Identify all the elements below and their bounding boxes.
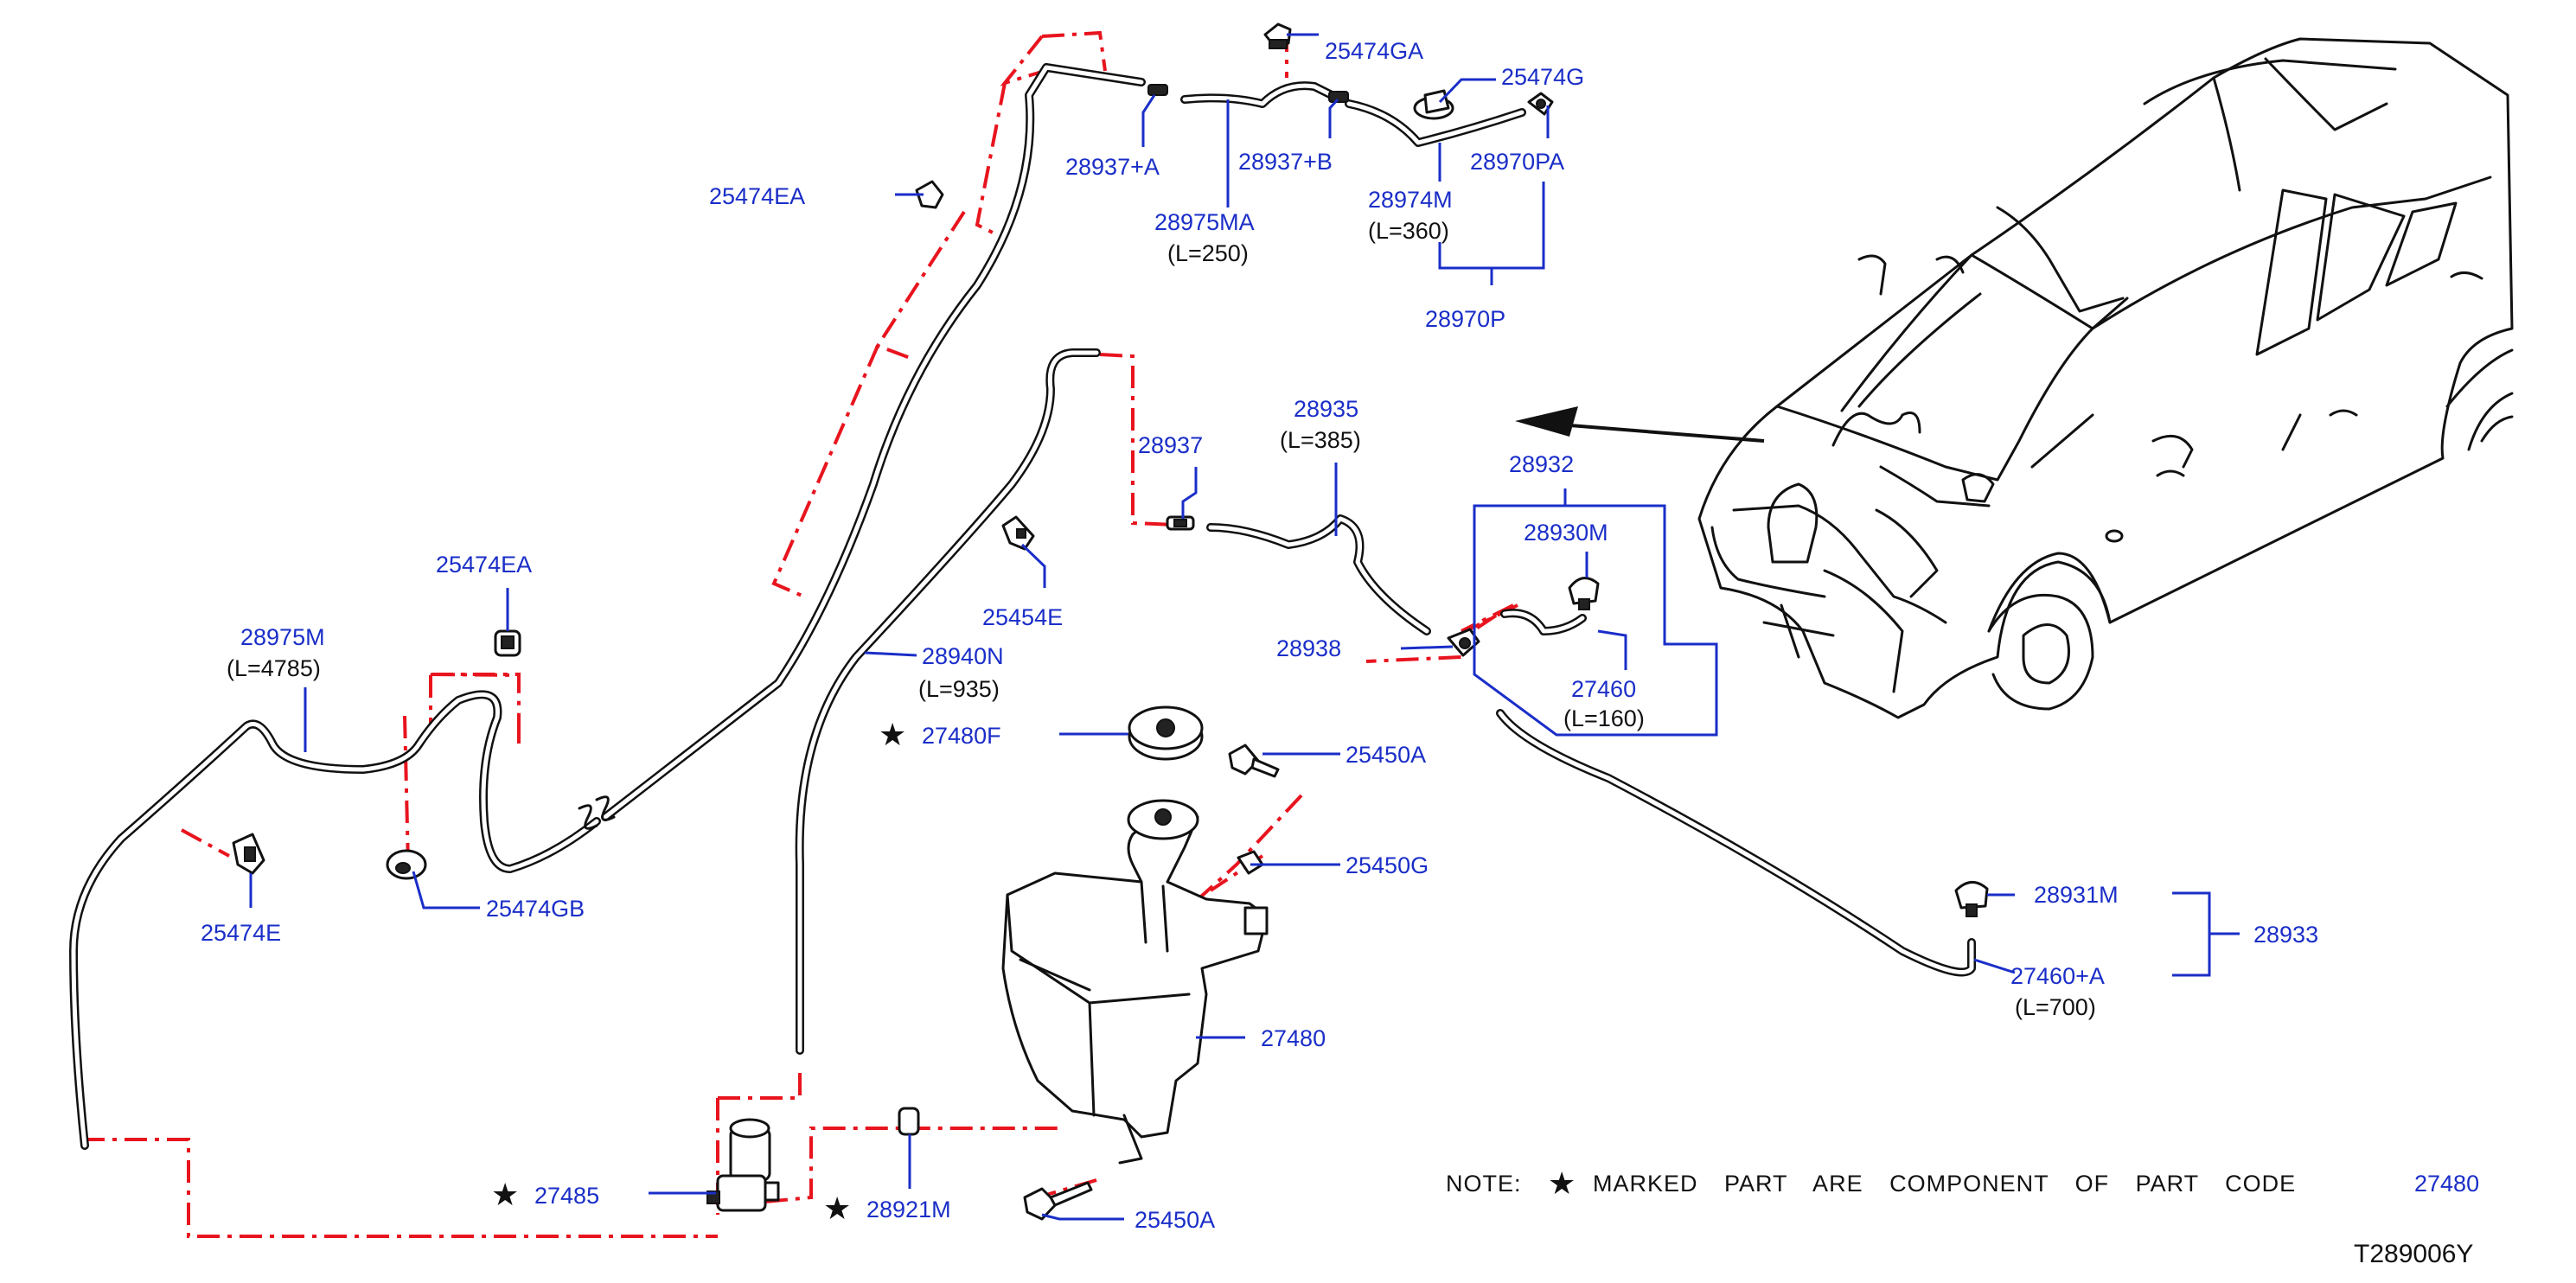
label-28970pa: 28970PA — [1470, 149, 1564, 175]
connector-28937a — [1147, 84, 1168, 96]
label-27480f: 27480F — [922, 723, 1001, 749]
marked-star-27485: ★ — [491, 1177, 519, 1212]
label-25474g: 25474G — [1501, 64, 1584, 90]
part-labels: 25474GA 25474G 28937+A 28937+B 28970PA 2… — [201, 38, 2318, 1233]
label-25454e: 25454E — [982, 604, 1063, 630]
clip-25474ea-mid — [494, 629, 521, 657]
hose-27460a — [1496, 709, 1976, 977]
clip-25474ea-top — [915, 180, 944, 209]
marked-star-28921m: ★ — [823, 1190, 851, 1226]
length-28975m: (L=4785) — [227, 655, 321, 681]
label-28938: 28938 — [1276, 635, 1341, 661]
grommet-25474gb — [386, 849, 427, 880]
note-text: MARKED PART ARE COMPONENT OF PART CODE — [1593, 1171, 2296, 1197]
tee-28938 — [1447, 628, 1480, 657]
cap-27480f — [1128, 705, 1204, 761]
label-25450a-bottom: 25450A — [1135, 1207, 1215, 1233]
connector-28937b — [1328, 91, 1349, 103]
label-25450g: 25450G — [1346, 852, 1429, 878]
clip-25474e — [232, 833, 265, 875]
nozzle-28931m — [1954, 881, 1989, 917]
label-28921m: 28921M — [866, 1197, 951, 1222]
label-28935: 28935 — [1294, 396, 1358, 422]
label-28937b: 28937+B — [1238, 149, 1333, 175]
label-25474e: 25474E — [201, 920, 281, 946]
clip-25450g — [1237, 850, 1264, 875]
label-28933: 28933 — [2253, 922, 2318, 948]
clip-25474g — [1413, 89, 1454, 120]
label-28937a: 28937+A — [1065, 154, 1160, 180]
length-28935: (L=385) — [1280, 427, 1361, 453]
label-27480: 27480 — [1261, 1025, 1326, 1051]
label-25474ga: 25474GA — [1325, 38, 1423, 64]
small-parts — [232, 22, 1989, 1221]
washer-pump-27485 — [706, 1118, 780, 1212]
length-28974m: (L=360) — [1368, 218, 1449, 244]
vehicle-illustration — [1697, 37, 2514, 719]
label-27485: 27485 — [534, 1183, 599, 1209]
nozzle-28970pa — [1527, 92, 1554, 116]
hose-28975m-upper — [601, 63, 1146, 821]
label-28970p: 28970P — [1425, 306, 1505, 332]
label-28975ma: 28975MA — [1154, 209, 1255, 235]
label-25450a-top: 25450A — [1346, 742, 1426, 768]
hose-break-symbol — [578, 795, 616, 830]
bolt-25450a-top — [1228, 744, 1280, 778]
length-28940n: (L=935) — [918, 676, 1000, 702]
label-28932: 28932 — [1509, 451, 1574, 477]
grommet-28921m — [898, 1107, 920, 1136]
label-28974m: 28974M — [1368, 187, 1453, 213]
marked-star-27480f: ★ — [879, 717, 906, 752]
washer-tank-27480 — [1001, 799, 1269, 1165]
connector-28937 — [1166, 515, 1195, 531]
bolt-25450a-bottom — [1023, 1181, 1093, 1221]
pointer-arrow — [1515, 406, 1765, 443]
note-star: ★ — [1548, 1165, 1576, 1201]
length-28975ma: (L=250) — [1167, 240, 1249, 266]
label-28937: 28937 — [1138, 432, 1203, 458]
note-part-code: 27480 — [2414, 1171, 2479, 1197]
label-25474ea-top: 25474EA — [709, 183, 805, 209]
label-25474gb: 25474GB — [486, 896, 585, 922]
label-25474ea-mid: 25474EA — [436, 552, 532, 578]
nozzle-28930m — [1568, 577, 1600, 610]
note-prefix: NOTE: — [1446, 1171, 1522, 1197]
length-27460a: (L=700) — [2015, 994, 2096, 1020]
note-block: NOTE: ★ MARKED PART ARE COMPONENT OF PAR… — [1446, 1165, 2479, 1268]
diagram-id: T289006Y — [2354, 1240, 2473, 1268]
clip-25454e — [1001, 515, 1035, 551]
label-27460: 27460 — [1571, 676, 1636, 702]
label-28940n: 28940N — [922, 643, 1004, 669]
length-27460: (L=160) — [1563, 705, 1645, 731]
label-28931m: 28931M — [2034, 882, 2119, 908]
hoses — [69, 63, 1976, 1150]
clip-25474ga — [1263, 22, 1292, 49]
label-28930m: 28930M — [1524, 520, 1608, 546]
leader-lines — [249, 33, 2240, 1221]
label-27460a: 27460+A — [2010, 963, 2105, 989]
label-28975m: 28975M — [240, 624, 325, 650]
